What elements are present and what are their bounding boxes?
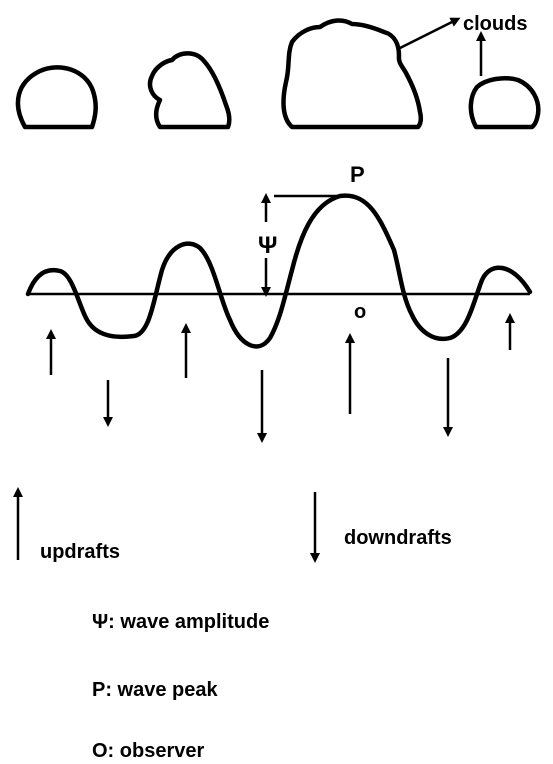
legend-amplitude-label: Ψ: wave amplitude [92, 611, 269, 633]
cloud-2 [147, 51, 232, 130]
cloud-4 [468, 76, 541, 130]
legend-observer-label: O: observer [92, 740, 204, 762]
cloud-1 [15, 65, 98, 130]
wave-curve [25, 193, 533, 349]
amplitude-symbol-label: Ψ [258, 232, 277, 259]
legend-downdrafts-label: downdrafts [344, 527, 452, 549]
legend-peak-label: P: wave peak [92, 679, 219, 701]
cloud-3 [281, 18, 424, 130]
legend-updrafts-label: updrafts [40, 541, 120, 563]
clouds-label: clouds [463, 13, 527, 35]
clouds-pointer-arrow [399, 17, 461, 50]
observer-mark: o [354, 301, 366, 323]
peak-label: P [350, 162, 365, 187]
